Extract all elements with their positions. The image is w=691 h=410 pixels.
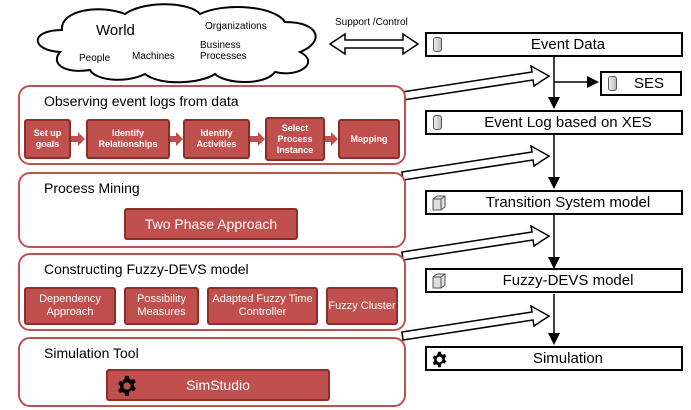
step-select-process-instance: Select Process Instance (265, 117, 325, 161)
step-mapping: Mapping (338, 119, 400, 159)
cube-icon (432, 195, 446, 211)
simstudio-box: SimStudio (106, 369, 330, 401)
support-double-arrow (328, 32, 420, 56)
database-icon (433, 37, 442, 52)
adapted-fuzzy-time-controller-box: Adapted Fuzzy Time Controller (207, 287, 318, 325)
world-cloud-shape (36, 3, 317, 84)
database-icon (608, 76, 617, 91)
panel-observing-title: Observing event logs from data (44, 93, 239, 109)
cloud-item-organizations: Organizations (205, 21, 267, 32)
step-set-up-goals: Set up goals (24, 119, 71, 159)
block-arrow-2 (401, 144, 551, 181)
panel-mining-title: Process Mining (44, 180, 140, 196)
node-ses: SES (600, 71, 682, 96)
node-simulation-label: Simulation (532, 350, 604, 367)
simstudio-label: SimStudio (186, 376, 250, 393)
node-transition-system: Transition System model (425, 190, 683, 215)
support-control-label: Support /Control (335, 17, 408, 28)
step-identify-activities: Identify Activities (183, 119, 250, 159)
node-event-data: Event Data (425, 32, 683, 57)
block-arrow-3 (401, 224, 551, 261)
cloud-item-machines: Machines (132, 51, 175, 62)
block-arrow-1 (401, 64, 551, 101)
cube-icon (432, 273, 446, 289)
world-title: World (96, 22, 135, 39)
possibility-measures-box: Possibility Measures (124, 287, 199, 325)
database-icon (433, 115, 442, 130)
two-phase-approach-box: Two Phase Approach (124, 208, 298, 240)
node-event-log-label: Event Log based on XES (484, 114, 652, 131)
fuzzy-cluster-box: Fuzzy Cluster (326, 287, 398, 325)
step-identify-relationships: Identify Relationships (86, 119, 170, 159)
node-transition-label: Transition System model (485, 194, 651, 211)
cloud-item-people: People (79, 53, 111, 64)
node-ses-label: SES (633, 75, 664, 92)
node-fuzzy-devs-label: Fuzzy-DEVS model (502, 272, 634, 289)
node-event-log: Event Log based on XES (425, 110, 683, 135)
dependency-approach-box: Dependency Approach (24, 287, 116, 325)
block-arrow-4 (401, 304, 551, 341)
cloud-item-business-processes: Business Processes (200, 40, 247, 62)
node-fuzzy-devs: Fuzzy-DEVS model (425, 268, 683, 293)
node-event-data-label: Event Data (530, 36, 606, 53)
panel-fuzzy-title: Constructing Fuzzy-DEVS model (44, 261, 249, 277)
panel-simulation-title: Simulation Tool (44, 345, 139, 361)
node-simulation: Simulation (425, 346, 683, 371)
gear-icon (432, 351, 447, 368)
gear-icon (118, 375, 136, 397)
